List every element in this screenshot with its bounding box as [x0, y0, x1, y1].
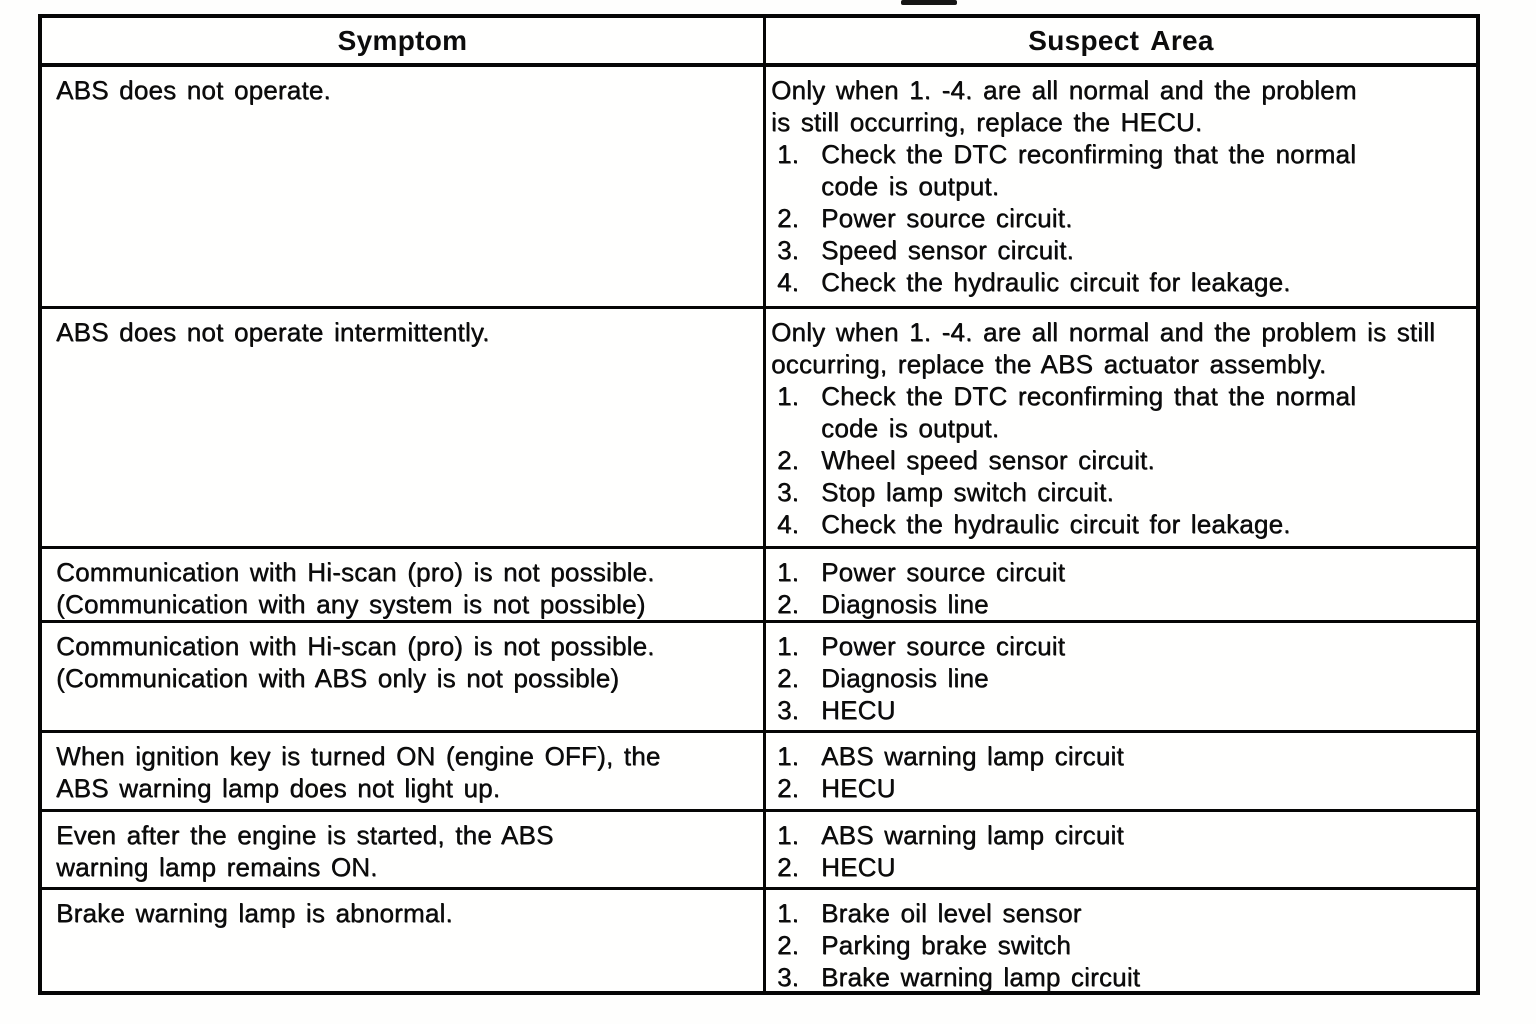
suspect-item: 3. Stop lamp switch circuit. — [771, 476, 1466, 508]
item-number: 4. — [777, 267, 800, 297]
item-text: Parking brake switch — [821, 930, 1071, 960]
suspect-item: 1. ABS warning lamp circuit — [771, 740, 1466, 772]
suspect-item: 2. Diagnosis line — [771, 662, 1466, 694]
item-text: HECU — [821, 773, 896, 803]
suspect-area-cell: 1. Brake oil level sensor 2. Parking brake … — [766, 890, 1476, 993]
item-number: 2. — [777, 852, 800, 882]
table-row: When ignition key is turned ON (engine O… — [42, 733, 1476, 812]
suspect-item: 2. HECU — [771, 772, 1466, 804]
suspect-item: 3. HECU — [771, 694, 1466, 726]
item-number: 3. — [777, 695, 800, 725]
symptom-cell: When ignition key is turned ON (engine O… — [42, 733, 766, 809]
item-number: 2. — [777, 773, 800, 803]
item-text: Check the hydraulic circuit for leakage. — [821, 267, 1291, 297]
symptom-cell: Brake warning lamp is abnormal. — [42, 890, 766, 993]
item-number: 1. — [777, 381, 800, 411]
item-number: 2. — [777, 203, 800, 233]
item-text: Check the DTC reconfirming that the norm… — [821, 139, 1357, 201]
scan-noise-smudge — [901, 0, 957, 5]
item-number: 3. — [777, 477, 800, 507]
suspect-item: 1. Check the DTC reconfirming that the no… — [771, 138, 1466, 202]
suspect-item: 2. Parking brake switch — [771, 929, 1466, 961]
header-symptom: Symptom — [42, 18, 766, 63]
item-text: ABS warning lamp circuit — [821, 741, 1124, 771]
table-row: Even after the engine is started, the AB… — [42, 812, 1476, 890]
item-number: 1. — [777, 741, 800, 771]
item-text: Power source circuit — [821, 631, 1066, 661]
suspect-area-cell: Only when 1. -4. are all normal and the … — [766, 309, 1476, 546]
item-number: 3. — [777, 962, 800, 992]
suspect-item: 3. Brake warning lamp circuit — [771, 961, 1466, 993]
item-text: Check the DTC reconfirming that the norm… — [821, 381, 1357, 443]
table-row: ABS does not operate.Only when 1. -4. ar… — [42, 67, 1476, 309]
suspect-item: 2. Diagnosis line — [771, 588, 1466, 620]
item-number: 1. — [777, 557, 800, 587]
suspect-item: 1. Brake oil level sensor — [771, 897, 1466, 929]
table-row: ABS does not operate intermittently.Only… — [42, 309, 1476, 549]
item-number: 2. — [777, 930, 800, 960]
table-row: Communication with Hi-scan (pro) is not … — [42, 549, 1476, 623]
item-number: 2. — [777, 589, 800, 619]
suspect-area-cell: 1. ABS warning lamp circuit 2. HECU — [766, 812, 1476, 887]
symptom-cell: ABS does not operate intermittently. — [42, 309, 766, 546]
suspect-item: 1. Check the DTC reconfirming that the no… — [771, 380, 1466, 444]
item-text: Speed sensor circuit. — [821, 235, 1074, 265]
item-number: 2. — [777, 445, 800, 475]
suspect-area-cell: 1. Power source circuit 2. Diagnosis line — [766, 549, 1476, 620]
symptom-cell: Communication with Hi-scan (pro) is not … — [42, 549, 766, 620]
symptom-cell: Communication with Hi-scan (pro) is not … — [42, 623, 766, 730]
item-number: 2. — [777, 663, 800, 693]
item-text: Power source circuit — [821, 557, 1066, 587]
item-text: Brake oil level sensor — [821, 898, 1082, 928]
suspect-item: 2. Power source circuit. — [771, 202, 1466, 234]
item-text: Diagnosis line — [821, 663, 989, 693]
suspect-item: 4. Check the hydraulic circuit for leakag… — [771, 266, 1466, 298]
suspect-item: 4. Check the hydraulic circuit for leakag… — [771, 508, 1466, 540]
header-suspect-area: Suspect Area — [1028, 24, 1214, 56]
item-text: Wheel speed sensor circuit. — [821, 445, 1155, 475]
item-number: 4. — [777, 509, 800, 539]
item-text: Power source circuit. — [821, 203, 1073, 233]
item-number: 1. — [777, 820, 800, 850]
item-number: 1. — [777, 898, 800, 928]
suspect-item: 2. Wheel speed sensor circuit. — [771, 444, 1466, 476]
suspect-intro-text: Only when 1. -4. are all normal and the … — [771, 317, 1436, 379]
table-row: Brake warning lamp is abnormal. 1. Brake o… — [42, 890, 1476, 993]
item-text: ABS warning lamp circuit — [821, 820, 1124, 850]
item-number: 3. — [777, 235, 800, 265]
item-text: Diagnosis line — [821, 589, 989, 619]
suspect-item: 3. Speed sensor circuit. — [771, 234, 1466, 266]
suspect-item: 1. Power source circuit — [771, 556, 1466, 588]
table-body: ABS does not operate.Only when 1. -4. ar… — [42, 67, 1476, 993]
suspect-area-cell: Only when 1. -4. are all normal and the … — [766, 67, 1476, 306]
table-header-row: Symptom Suspect Area — [42, 18, 1476, 67]
item-text: HECU — [821, 695, 896, 725]
item-number: 1. — [777, 631, 800, 661]
suspect-item: 2. HECU — [771, 851, 1466, 883]
table-row: Communication with Hi-scan (pro) is not … — [42, 623, 1476, 733]
item-text: Stop lamp switch circuit. — [821, 477, 1114, 507]
suspect-area-cell: 1. ABS warning lamp circuit 2. HECU — [766, 733, 1476, 809]
item-text: Brake warning lamp circuit — [821, 962, 1141, 992]
symptom-cell: Even after the engine is started, the AB… — [42, 812, 766, 887]
suspect-item: 1. ABS warning lamp circuit — [771, 819, 1466, 851]
item-text: HECU — [821, 852, 896, 882]
item-number: 1. — [777, 139, 800, 169]
item-text: Check the hydraulic circuit for leakage. — [821, 509, 1291, 539]
symptom-cell: ABS does not operate. — [42, 67, 766, 306]
suspect-intro-text: Only when 1. -4. are all normal and the … — [771, 75, 1357, 137]
abs-troubleshooting-table: Symptom Suspect Area ABS does not operat… — [38, 14, 1480, 995]
suspect-item: 1. Power source circuit — [771, 630, 1466, 662]
